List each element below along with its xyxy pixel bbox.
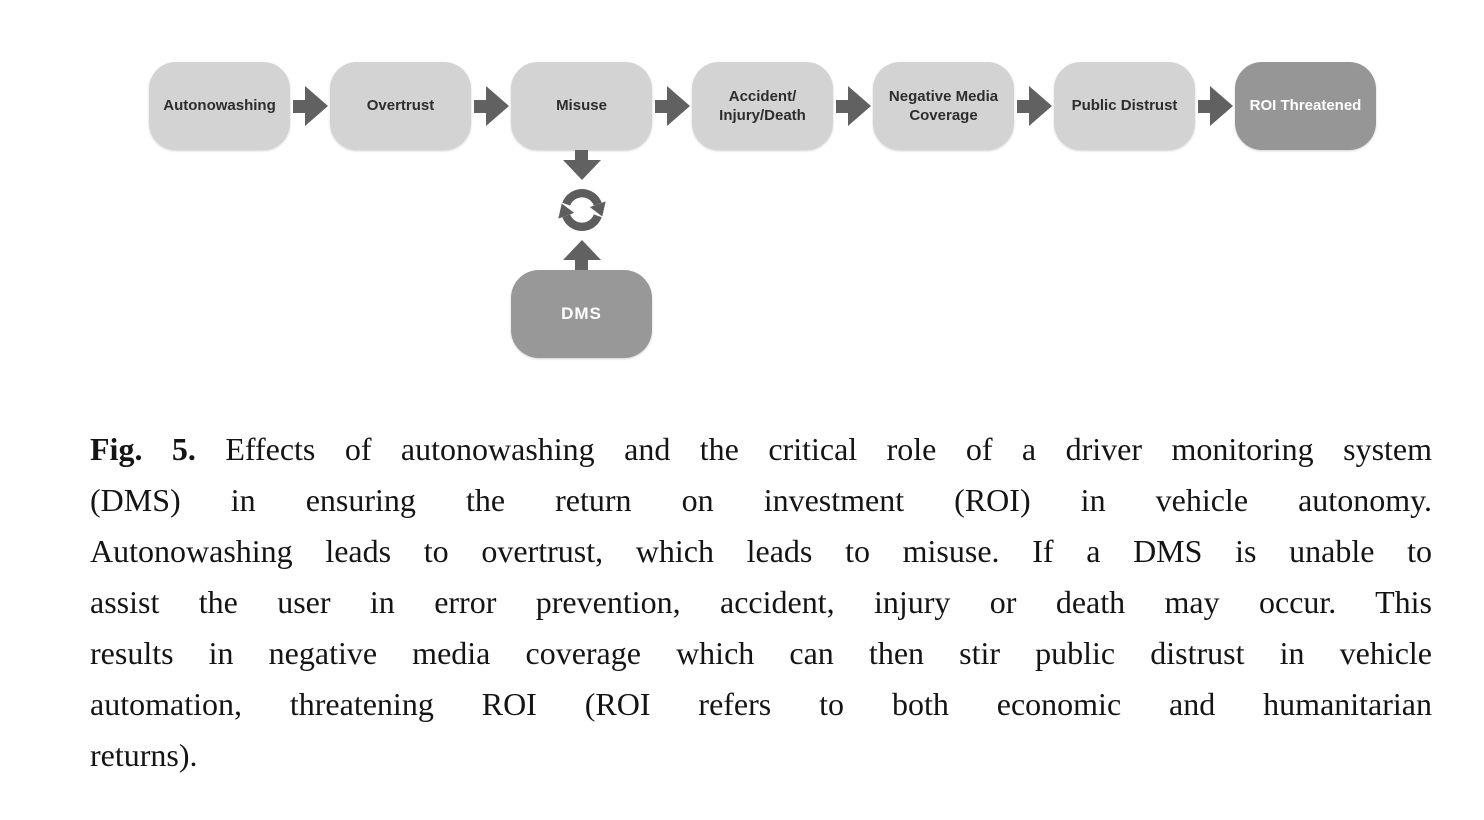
flow-box-public-distrust: Public Distrust (1054, 62, 1195, 150)
flow-box-label: Overtrust (366, 97, 435, 115)
flow-box-autonowashing: Autonowashing (149, 62, 290, 150)
dms-box-label: DMS (561, 304, 602, 323)
caption-text: Effects of autonowashing and the critica… (225, 431, 1433, 467)
caption-line-5: results in negative media coverage which… (90, 635, 1432, 671)
flow-diagram: Autonowashing Overtrust Misuse Accident/… (149, 62, 1376, 150)
figure-number-label: Fig. 5. (90, 431, 196, 467)
arrow-right-icon (833, 62, 873, 150)
arrow-right-icon (1014, 62, 1054, 150)
caption-line-2: (DMS) in ensuring the return on investme… (90, 482, 1432, 518)
arrow-right-icon (290, 62, 330, 150)
flow-box-roi-threatened: ROI Threatened (1235, 62, 1376, 150)
cycle-arrows-icon (557, 189, 606, 231)
dms-feedback-stack: DMS (511, 150, 652, 358)
flow-box-label: Misuse (556, 97, 607, 115)
arrow-up-icon (562, 240, 601, 270)
flow-box-label: Accident/ Injury/Death (719, 87, 806, 125)
arrow-right-icon (471, 62, 511, 150)
arrow-right-icon (1195, 62, 1235, 150)
flow-box-misuse: Misuse (511, 62, 652, 150)
flow-box-accident-injury-death: Accident/ Injury/Death (692, 62, 833, 150)
arrow-down-icon (562, 150, 601, 180)
figure-caption: Fig. 5. Effects of autonowashing and the… (90, 424, 1432, 781)
flow-box-label: Autonowashing (163, 97, 276, 115)
arrow-right-icon (652, 62, 692, 150)
caption-line-7: returns). (90, 737, 198, 773)
flow-box-label: Public Distrust (1071, 97, 1178, 115)
dms-box: DMS (511, 270, 652, 358)
flow-box-label: ROI Threatened (1249, 97, 1362, 115)
caption-line-4: assist the user in error prevention, acc… (90, 584, 1432, 620)
caption-line-3: Autonowashing leads to overtrust, which … (90, 533, 1432, 569)
caption-line-6: automation, threatening ROI (ROI refers … (90, 686, 1432, 722)
caption-line-1: Fig. 5. Effects of autonowashing and the… (90, 424, 1432, 475)
flow-box-overtrust: Overtrust (330, 62, 471, 150)
flow-box-negative-media-coverage: Negative Media Coverage (873, 62, 1014, 150)
flow-box-label: Negative Media Coverage (888, 87, 999, 125)
